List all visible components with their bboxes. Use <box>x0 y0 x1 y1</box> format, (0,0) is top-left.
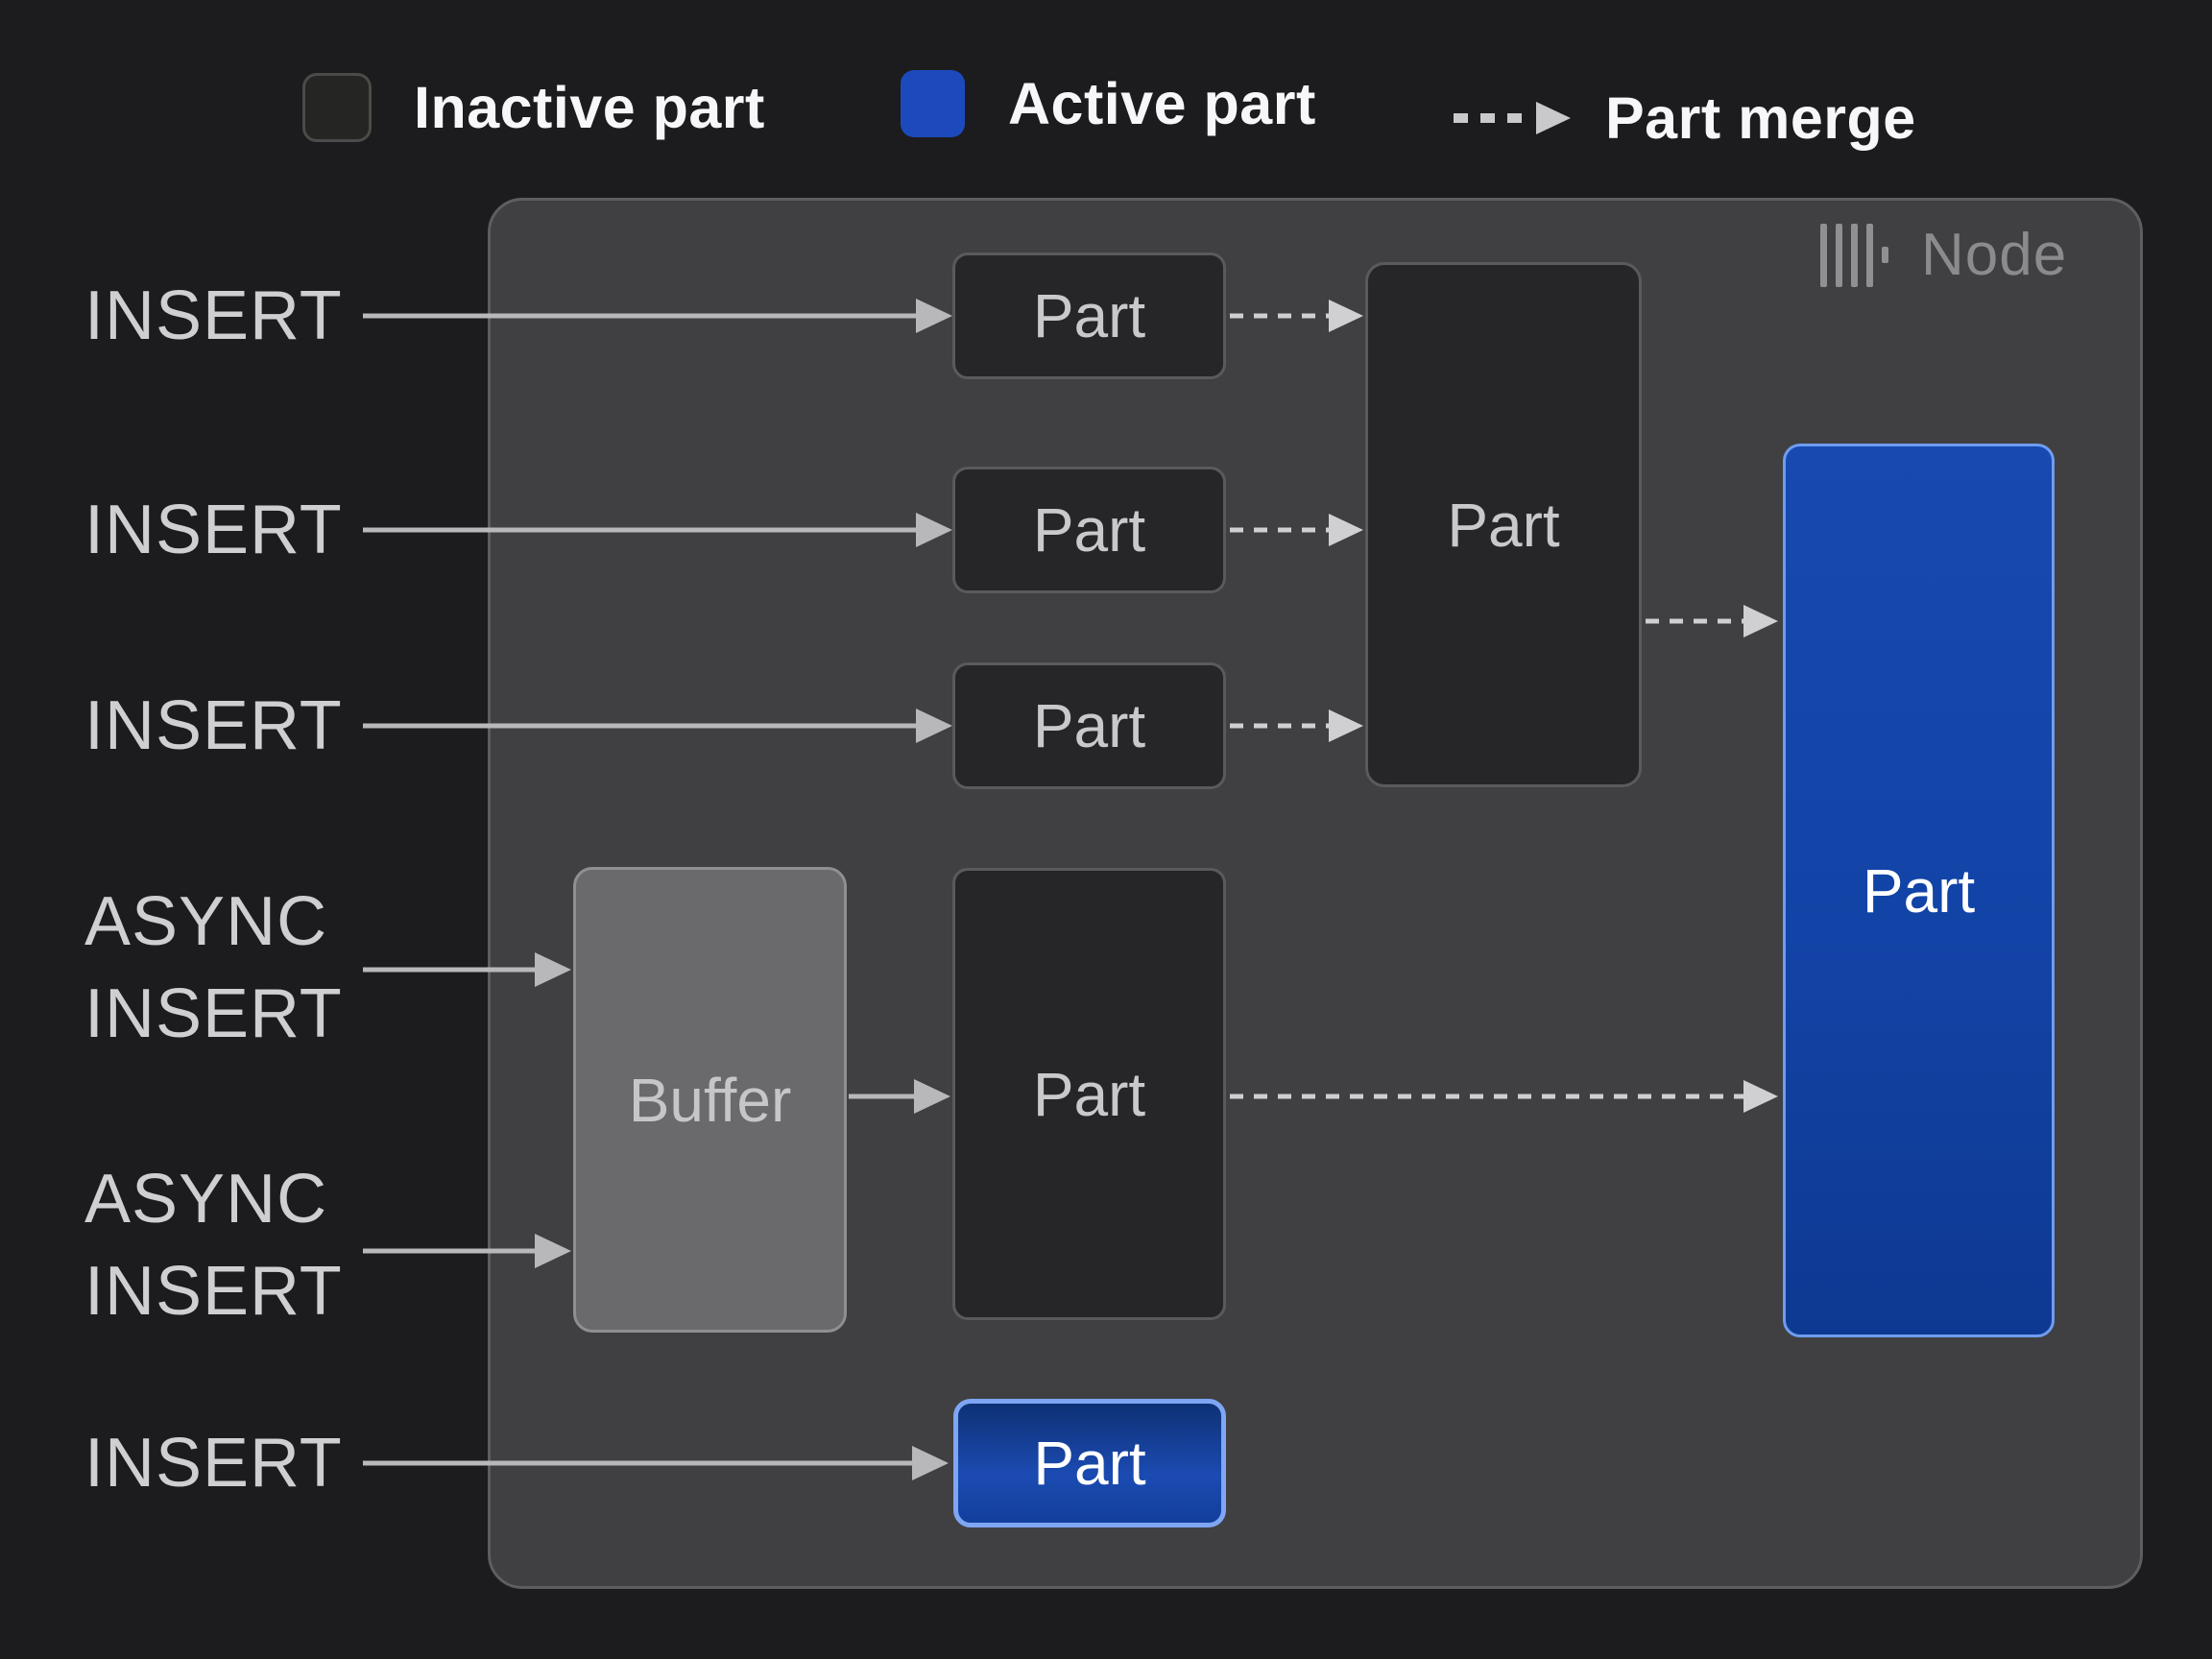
part-box-label: Part <box>1447 490 1560 560</box>
clickhouse-logo-icon <box>1820 223 1888 287</box>
legend-label-active: Active part <box>1008 71 1316 136</box>
legend-label-inactive: Inactive part <box>414 75 765 140</box>
part-box-label: Part <box>1862 855 1976 926</box>
part-box-inactive-3: Part <box>952 662 1226 789</box>
part-box-label: Part <box>1033 1429 1146 1498</box>
io-label-insert-3: INSERT <box>84 687 343 764</box>
legend-item-active-part: Active part <box>901 70 1316 137</box>
legend-label-merge: Part merge <box>1605 85 1916 151</box>
part-box-from-buffer: Part <box>952 868 1226 1320</box>
part-box-merged: Part <box>1365 262 1642 787</box>
inactive-part-swatch-icon <box>302 73 372 142</box>
node-title: Node <box>1921 222 2068 288</box>
legend-item-inactive-part: Inactive part <box>302 73 765 142</box>
io-label-async-insert-1: ASYNC INSERT <box>84 883 343 1052</box>
part-box-label: Part <box>1032 281 1146 350</box>
part-box-label: Part <box>1032 691 1146 760</box>
io-label-insert-4: INSERT <box>84 1425 343 1502</box>
legend-item-part-merge: Part merge <box>1452 84 1916 152</box>
io-label-insert-2: INSERT <box>84 492 343 568</box>
part-merge-arrow-icon <box>1454 102 1571 134</box>
buffer-box-label: Buffer <box>628 1065 792 1135</box>
part-box-label: Part <box>1032 495 1146 565</box>
part-box-inactive-1: Part <box>952 252 1226 379</box>
part-box-label: Part <box>1032 1059 1146 1129</box>
io-label-async-insert-2: ASYNC INSERT <box>84 1161 343 1330</box>
part-box-inactive-2: Part <box>952 467 1226 593</box>
io-label-insert-1: INSERT <box>84 277 343 354</box>
node-header: Node <box>1820 221 2067 289</box>
part-box-active-large: Part <box>1783 444 2055 1337</box>
part-box-active-small: Part <box>953 1399 1226 1527</box>
buffer-box: Buffer <box>573 867 847 1333</box>
active-part-swatch-icon <box>901 70 965 137</box>
